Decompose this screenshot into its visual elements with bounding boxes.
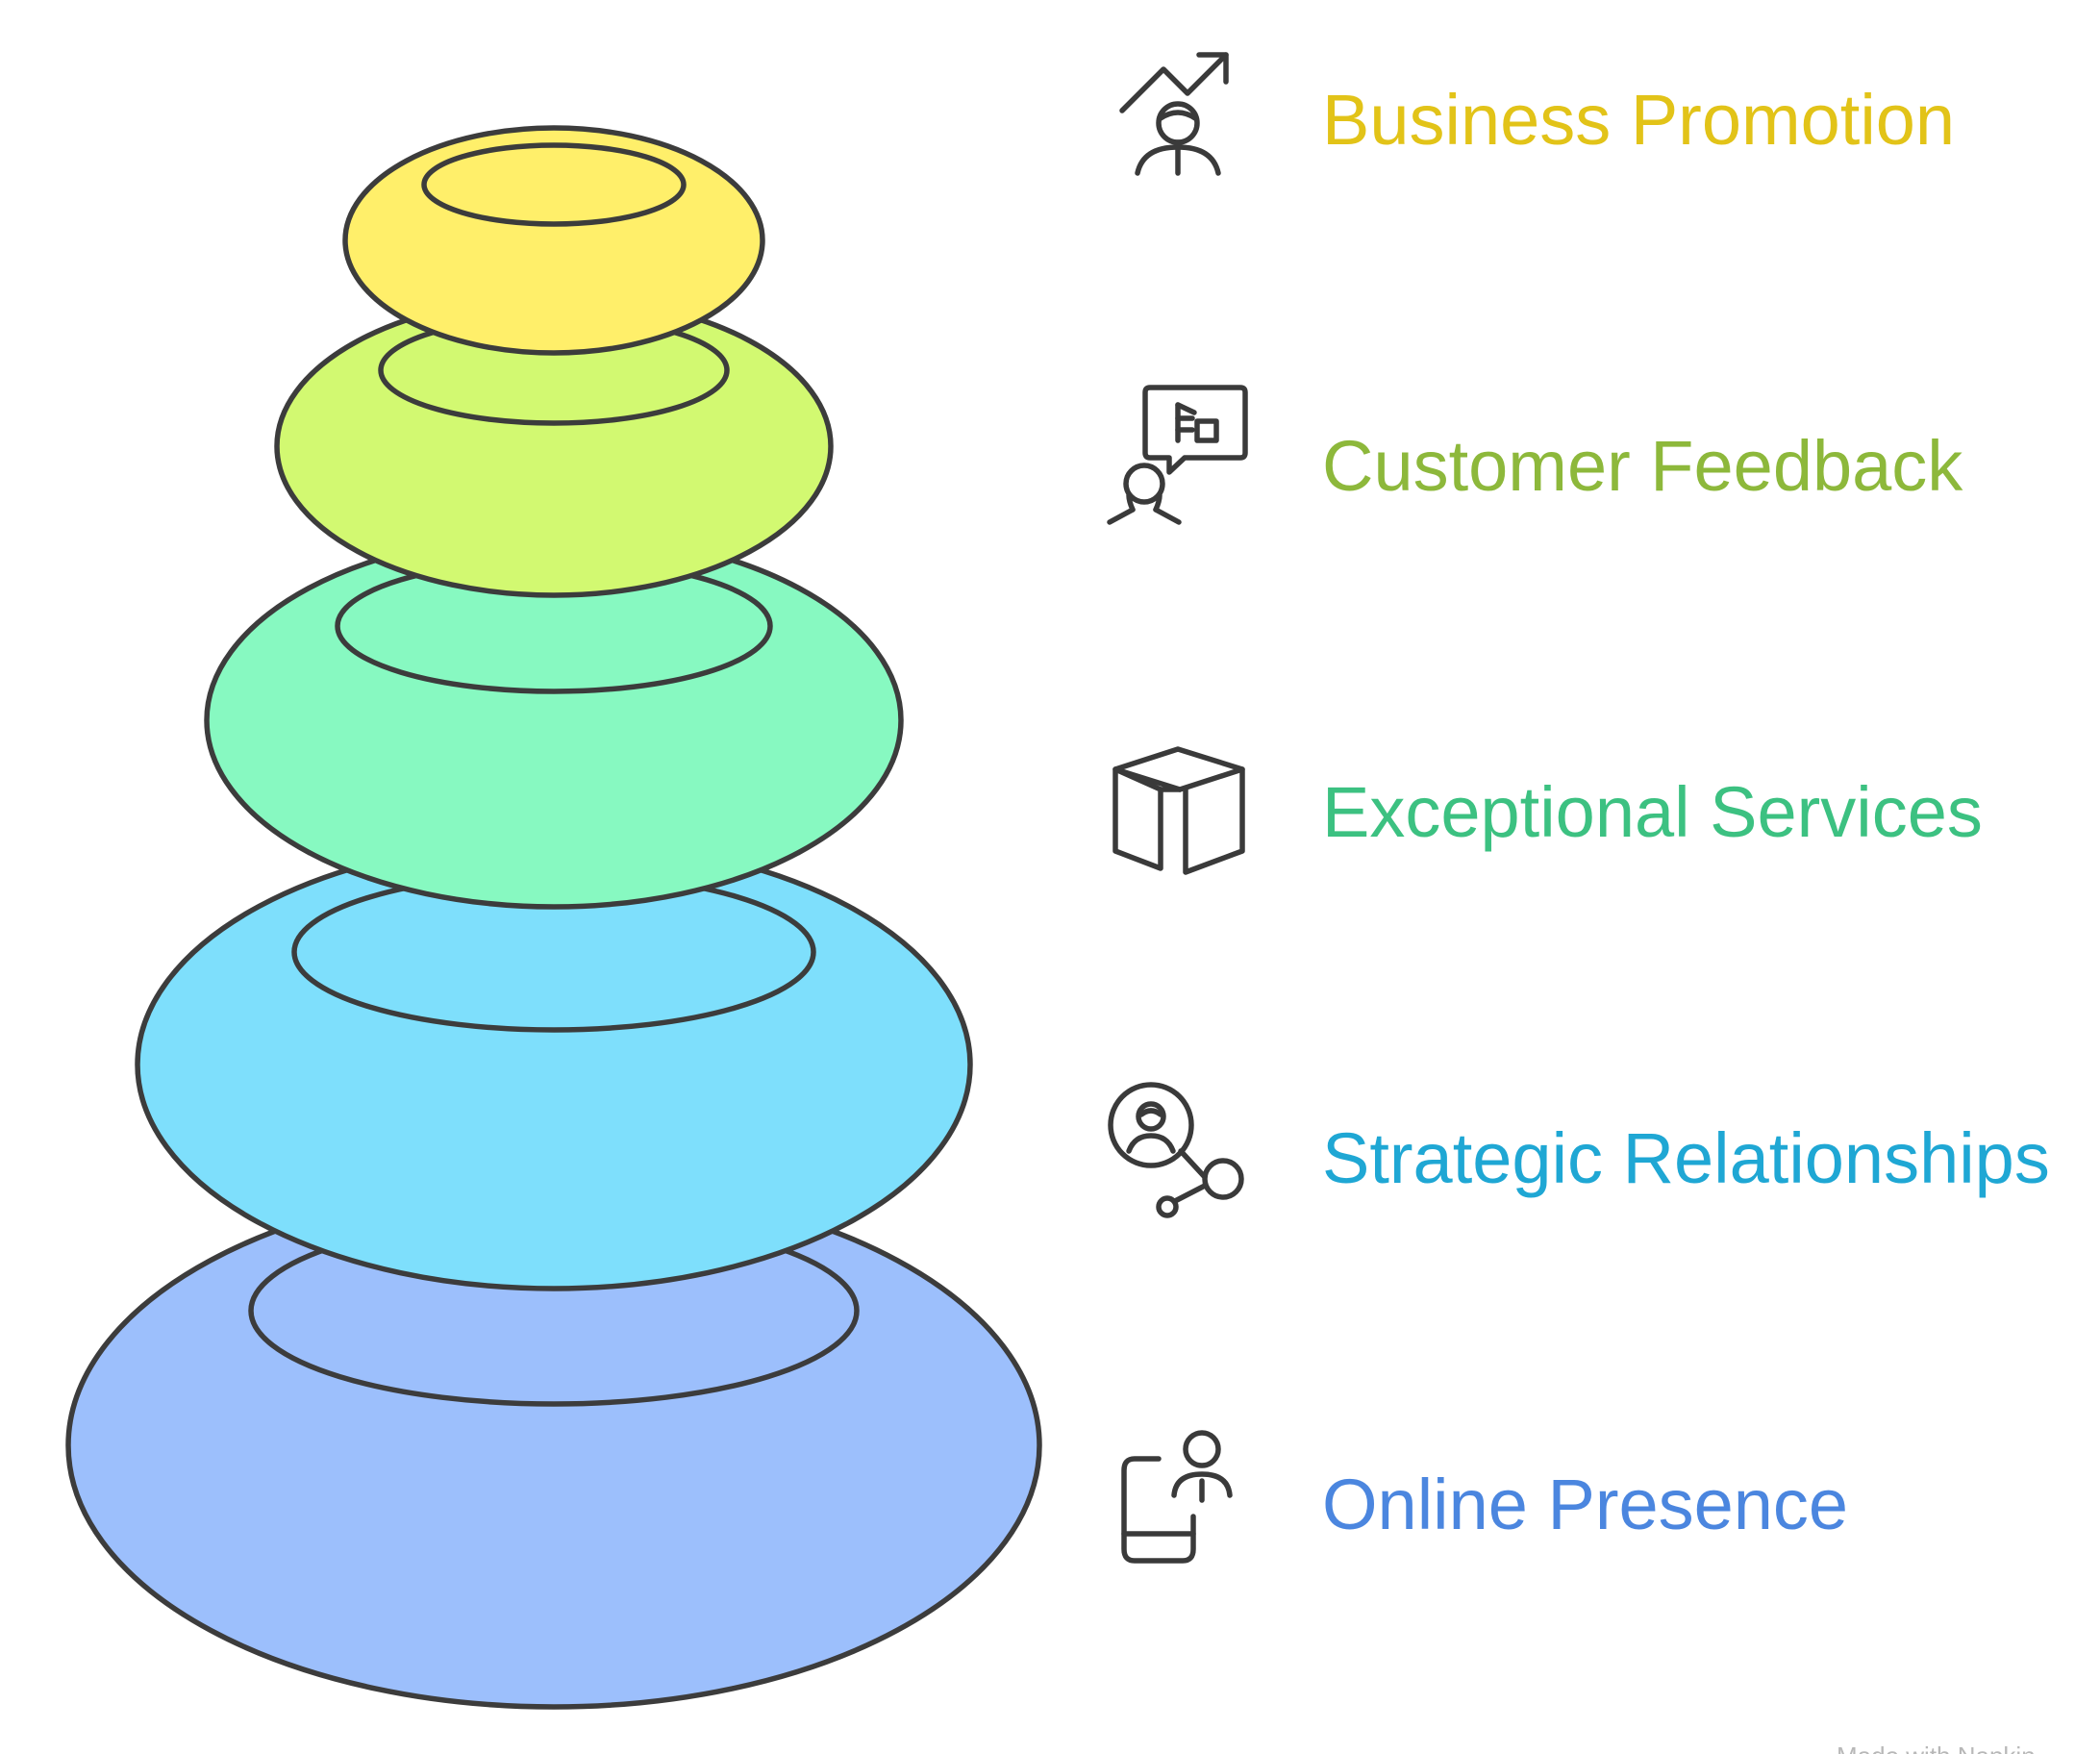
ring-business-promotion (342, 125, 765, 356)
person-growth-arrow-icon (1119, 52, 1229, 176)
label-exceptional-services: Exceptional Services (1322, 772, 1983, 852)
ring-exceptional-services (204, 531, 904, 910)
footer-watermark: Made with Napkin (1837, 1741, 2036, 1754)
label-business-promotion: Business Promotion (1322, 80, 1955, 160)
person-speech-bubble-icon (1107, 385, 1248, 525)
person-network-icon (1108, 1082, 1244, 1218)
label-online-presence: Online Presence (1322, 1465, 1848, 1544)
phone-person-icon (1121, 1430, 1233, 1564)
open-box-icon (1112, 746, 1245, 875)
ring-online-presence (65, 1181, 1042, 1710)
label-strategic-relationships: Strategic Relationships (1322, 1118, 2050, 1198)
ring-strategic-relationships (135, 838, 973, 1291)
label-customer-feedback: Customer Feedback (1322, 426, 1963, 506)
